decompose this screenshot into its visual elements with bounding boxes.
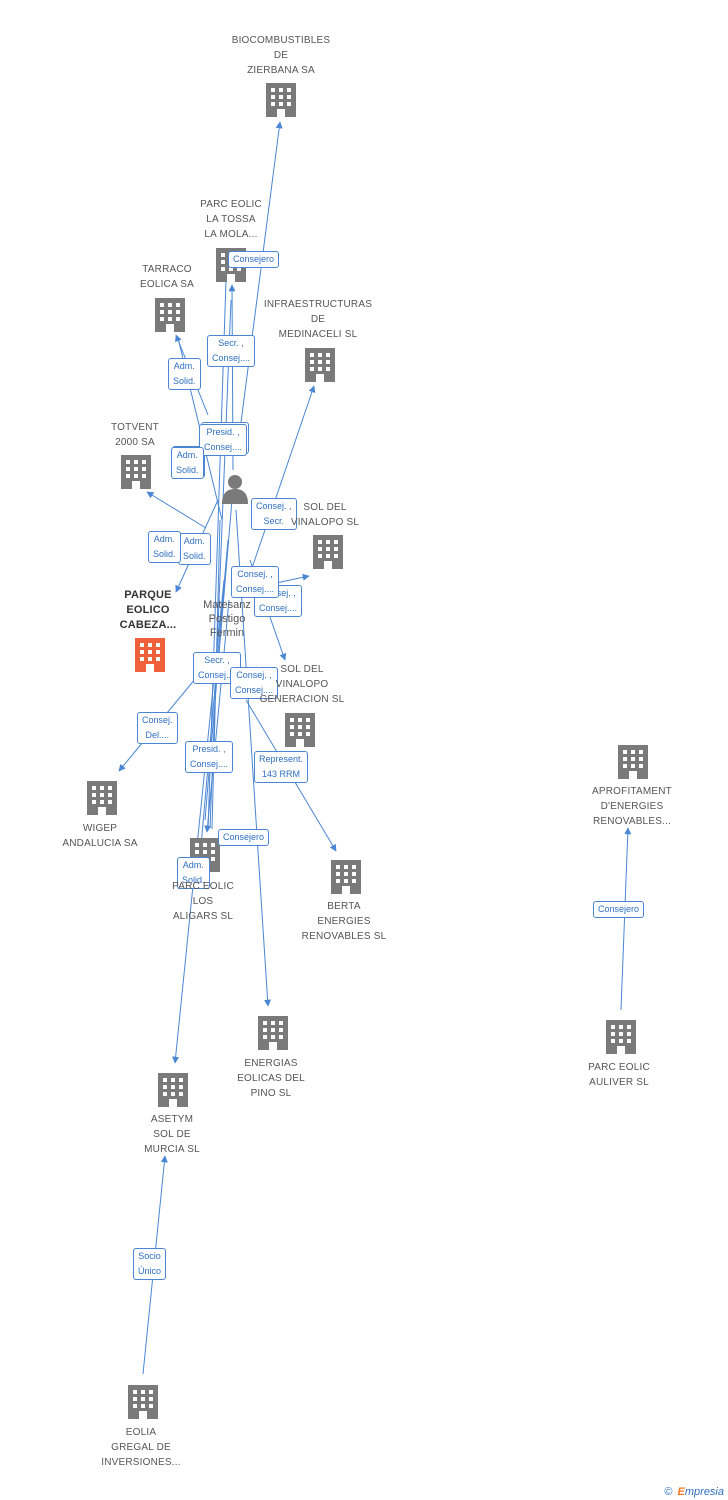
edge-label-asetym-sol-murcia[interactable]: Adm. Solid. (177, 857, 210, 889)
edge-person-to-infraestructuras-medinaceli (251, 385, 316, 569)
node-label-wigep-andalucia[interactable]: WIGEP ANDALUCIA SA (62, 823, 138, 849)
node-label-tarraco-eolica[interactable]: TARRACO EOLICA SA (139, 264, 195, 290)
edge-person-to-totvent-2000 (146, 491, 207, 529)
building-icon[interactable] (266, 83, 296, 117)
edge-label-overlap[interactable]: Adm. Solid. (171, 447, 204, 479)
edge-bundle-line (209, 299, 232, 829)
building-icon[interactable] (313, 535, 343, 569)
node-label-parc-eolic-auliver[interactable]: PARC EOLIC AULIVER SL (588, 1062, 650, 1088)
building-icon[interactable] (285, 713, 315, 747)
edge-label-sol-del-vinalopo[interactable]: Consej. , Secr. (251, 498, 297, 530)
building-icon[interactable] (618, 745, 648, 779)
edge-label-berta-energies[interactable]: Represent. 143 RRM (254, 751, 309, 783)
edge-label-wigep-andalucia[interactable]: Consej. Del.... (137, 712, 178, 744)
building-icon[interactable] (155, 298, 185, 332)
node-label-asetym-sol-murcia[interactable]: ASETYM SOL DE MURCIA SL (144, 1114, 200, 1155)
edge-person-to-parc-eolic-los-aligars (204, 599, 230, 833)
building-icon[interactable] (158, 1073, 188, 1107)
node-label-energias-eolicas-pino[interactable]: ENERGIAS EOLICAS DEL PINO SL (237, 1058, 305, 1099)
building-icon[interactable] (305, 348, 335, 382)
node-label-aprofitament[interactable]: APROFITAMENT D'ENERGIES RENOVABLES... (592, 786, 672, 827)
person-label[interactable]: Matesanz Postigo Fermin (203, 599, 251, 639)
edge-label-parque-eolico-cabeza[interactable]: Adm. Solid. (178, 533, 211, 565)
building-icon[interactable] (87, 781, 117, 815)
edge-label-overlap[interactable]: Presid. , Consej.... (199, 424, 248, 456)
node-label-parque-eolico-cabeza[interactable]: PARQUE EOLICO CABEZA... (119, 589, 177, 631)
building-icon[interactable] (258, 1016, 288, 1050)
node-label-parc-eolic-la-tossa[interactable]: PARC EOLIC LA TOSSA LA MOLA... (200, 199, 262, 240)
node-label-sol-del-vinalopo[interactable]: SOL DEL VINALOPO SL (290, 502, 360, 528)
node-label-eolia-gregal[interactable]: EOLIA GREGAL DE INVERSIONES... (101, 1427, 181, 1468)
edge-bundle-line (197, 539, 229, 881)
edge-label-asetym-sol-murcia[interactable]: Socio Único (133, 1248, 167, 1280)
footer-brand: © Empresia (664, 1486, 724, 1498)
edge-parc-eolic-auliver-to-aprofitament (620, 827, 632, 1011)
edge-label-parc-eolic-la-tossa[interactable]: Secr. , Consej.... (207, 335, 256, 367)
brand-logo-e: E (677, 1486, 685, 1498)
edge-label-overlap[interactable]: Consej. , Consej.... (230, 667, 279, 699)
node-label-parc-eolic-los-aligars[interactable]: PARC EOLIC LOS ALIGARS SL (172, 881, 234, 922)
node-label-sol-del-vinalopo-generacion[interactable]: SOL DEL VINALOPO GENERACION SL (259, 664, 345, 705)
building-icon[interactable] (331, 860, 361, 894)
brand-logo-text: mpresia (684, 1486, 724, 1498)
edge-label-overlap[interactable]: Consej. , Consej.... (231, 566, 280, 598)
node-label-biocombustibles[interactable]: BIOCOMBUSTIBLES DE ZIERBANA SA (231, 35, 331, 76)
edge-label-tarraco-eolica[interactable]: Adm. Solid. (168, 358, 201, 390)
edge-person-to-biocombustibles (239, 121, 283, 431)
node-label-infraestructuras-medinaceli[interactable]: INFRAESTRUCTURAS DE MEDINACELI SL (263, 299, 373, 340)
building-icon[interactable] (135, 638, 165, 672)
node-label-totvent-2000[interactable]: TOTVENT 2000 SA (111, 422, 159, 448)
building-icon[interactable] (121, 455, 151, 489)
person-icon[interactable] (222, 475, 248, 504)
edge-label-aprofitament[interactable]: Consejero (593, 901, 645, 918)
copyright-icon: © (664, 1486, 673, 1498)
edge-label-energias-eolicas-pino[interactable]: Presid. , Consej.... (185, 741, 234, 773)
edge-label-parc-eolic-los-aligars[interactable]: Consejero (218, 829, 270, 846)
node-label-berta-energies[interactable]: BERTA ENERGIES RENOVABLES SL (301, 901, 387, 942)
edge-label-overlap[interactable]: Adm. Solid. (148, 531, 181, 563)
edge-label-biocombustibles[interactable]: Consejero (228, 251, 280, 268)
building-icon[interactable] (128, 1385, 158, 1419)
building-icon[interactable] (606, 1020, 636, 1054)
